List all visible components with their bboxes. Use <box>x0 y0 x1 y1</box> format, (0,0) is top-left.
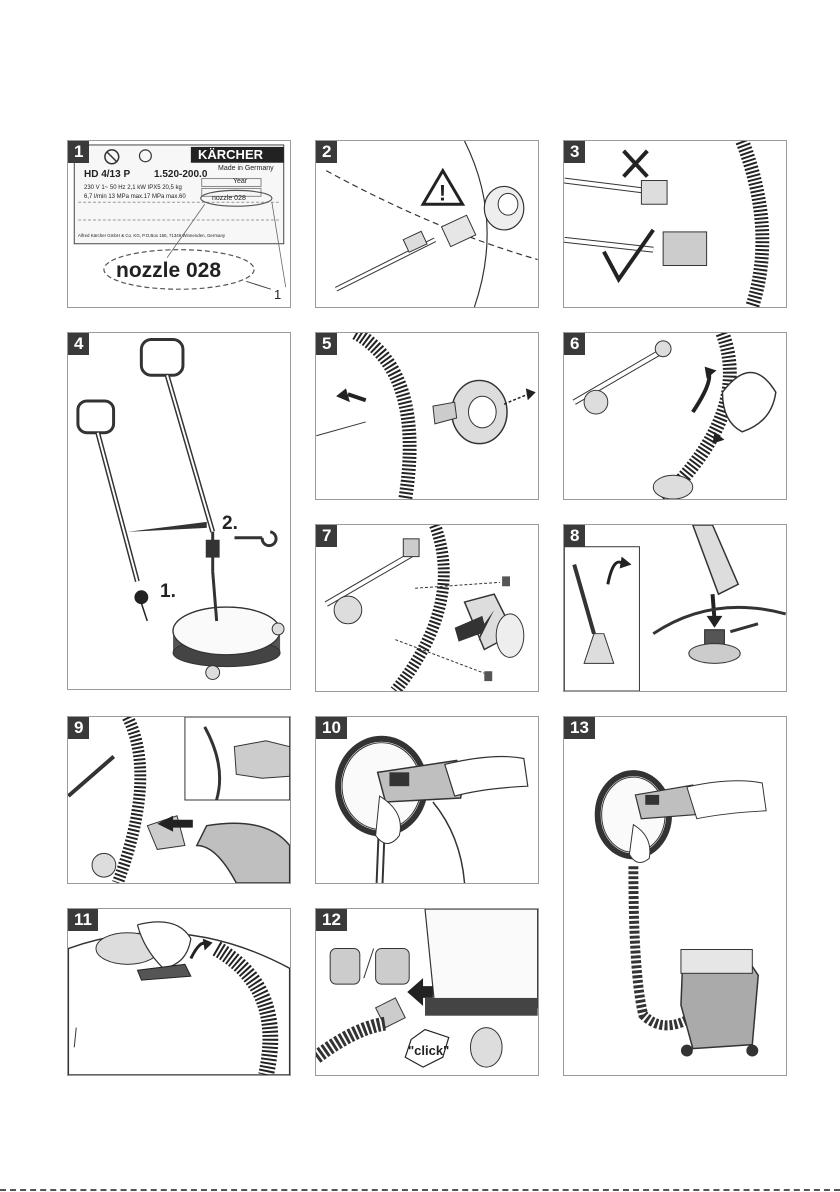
step-number: 11 <box>68 909 98 931</box>
panel-step-10: 10 <box>315 716 539 884</box>
panel-step-2: 2 ! <box>315 140 539 308</box>
panel-step-6: 6 <box>563 332 787 500</box>
panel-step-3: 3 <box>563 140 787 308</box>
svg-text:!: ! <box>439 180 446 205</box>
arrow-right-icon <box>526 388 536 400</box>
vacuum-cleaning-illustration <box>564 717 786 1075</box>
panel-step-12: 12 "click" <box>315 908 539 1076</box>
arrow-left-icon <box>336 388 350 402</box>
step-number: 6 <box>564 333 585 355</box>
callout-number: 1 <box>274 287 281 302</box>
model-text: HD 4/13 P <box>84 169 130 180</box>
wrench-icon <box>235 532 277 546</box>
nozzle-small-text: nozzle 028 <box>212 195 246 202</box>
panel-step-11: 11 <box>67 908 291 1076</box>
address-text: Alfred Kärcher GmbH & Co. KG, P.O.Box 16… <box>78 233 225 238</box>
step-number: 3 <box>564 141 585 163</box>
panel-step-4: 4 1. 2. <box>67 332 291 690</box>
panel-step-5: 5 <box>315 332 539 500</box>
step-number: 7 <box>316 525 337 547</box>
nozzle-fitting-illustration: ! <box>316 141 538 307</box>
spec-line-1: 230 V 1~ 50 Hz 2,1 kW IPX5 20,5 kg <box>84 185 182 191</box>
year-text: Year <box>233 178 247 185</box>
step-number: 1 <box>68 141 89 163</box>
step-number: 5 <box>316 333 337 355</box>
page-bottom-rule <box>0 1189 840 1191</box>
step4-label-1: 1. <box>160 581 176 603</box>
lance-assembly-illustration <box>68 333 290 689</box>
hold-disc-illustration <box>316 717 538 883</box>
mount-adapter-illustration <box>316 525 538 691</box>
fit-nozzle-illustration <box>564 525 786 691</box>
step4-label-2: 2. <box>222 513 238 535</box>
spec-line-2: 6,7 l/min 13 MPa max.17 MPa max.60 <box>84 194 186 200</box>
wrong-right-connection-illustration <box>564 141 786 307</box>
wrench-icon <box>730 624 758 632</box>
step-number: 2 <box>316 141 337 163</box>
step-number: 12 <box>316 909 347 931</box>
panel-step-7: 7 <box>315 524 539 692</box>
nozzle-big-text: nozzle 028 <box>116 259 221 283</box>
panel-step-1: 1 KÄRCHER Made in Germany HD 4/13 P 1.52… <box>67 140 291 308</box>
unscrew-illustration <box>564 333 786 499</box>
panel-step-9: 9 <box>67 716 291 884</box>
remove-wheel-illustration <box>316 333 538 499</box>
brand-text: KÄRCHER <box>198 147 263 162</box>
made-in-text: Made in Germany <box>218 165 274 172</box>
panel-step-8: 8 <box>563 524 787 692</box>
step-number: 10 <box>316 717 347 739</box>
check-icon <box>604 230 653 279</box>
arrow-down-icon <box>707 616 723 628</box>
connect-hose-illustration <box>68 717 290 883</box>
step-number: 4 <box>68 333 89 355</box>
step-number: 8 <box>564 525 585 547</box>
part-number-text: 1.520-200.0 <box>154 169 207 180</box>
click-text: "click" <box>408 1043 449 1058</box>
clip-lever-illustration <box>68 909 290 1075</box>
step-number: 13 <box>564 717 595 739</box>
panel-step-13: 13 <box>563 716 787 1076</box>
step-number: 9 <box>68 717 89 739</box>
